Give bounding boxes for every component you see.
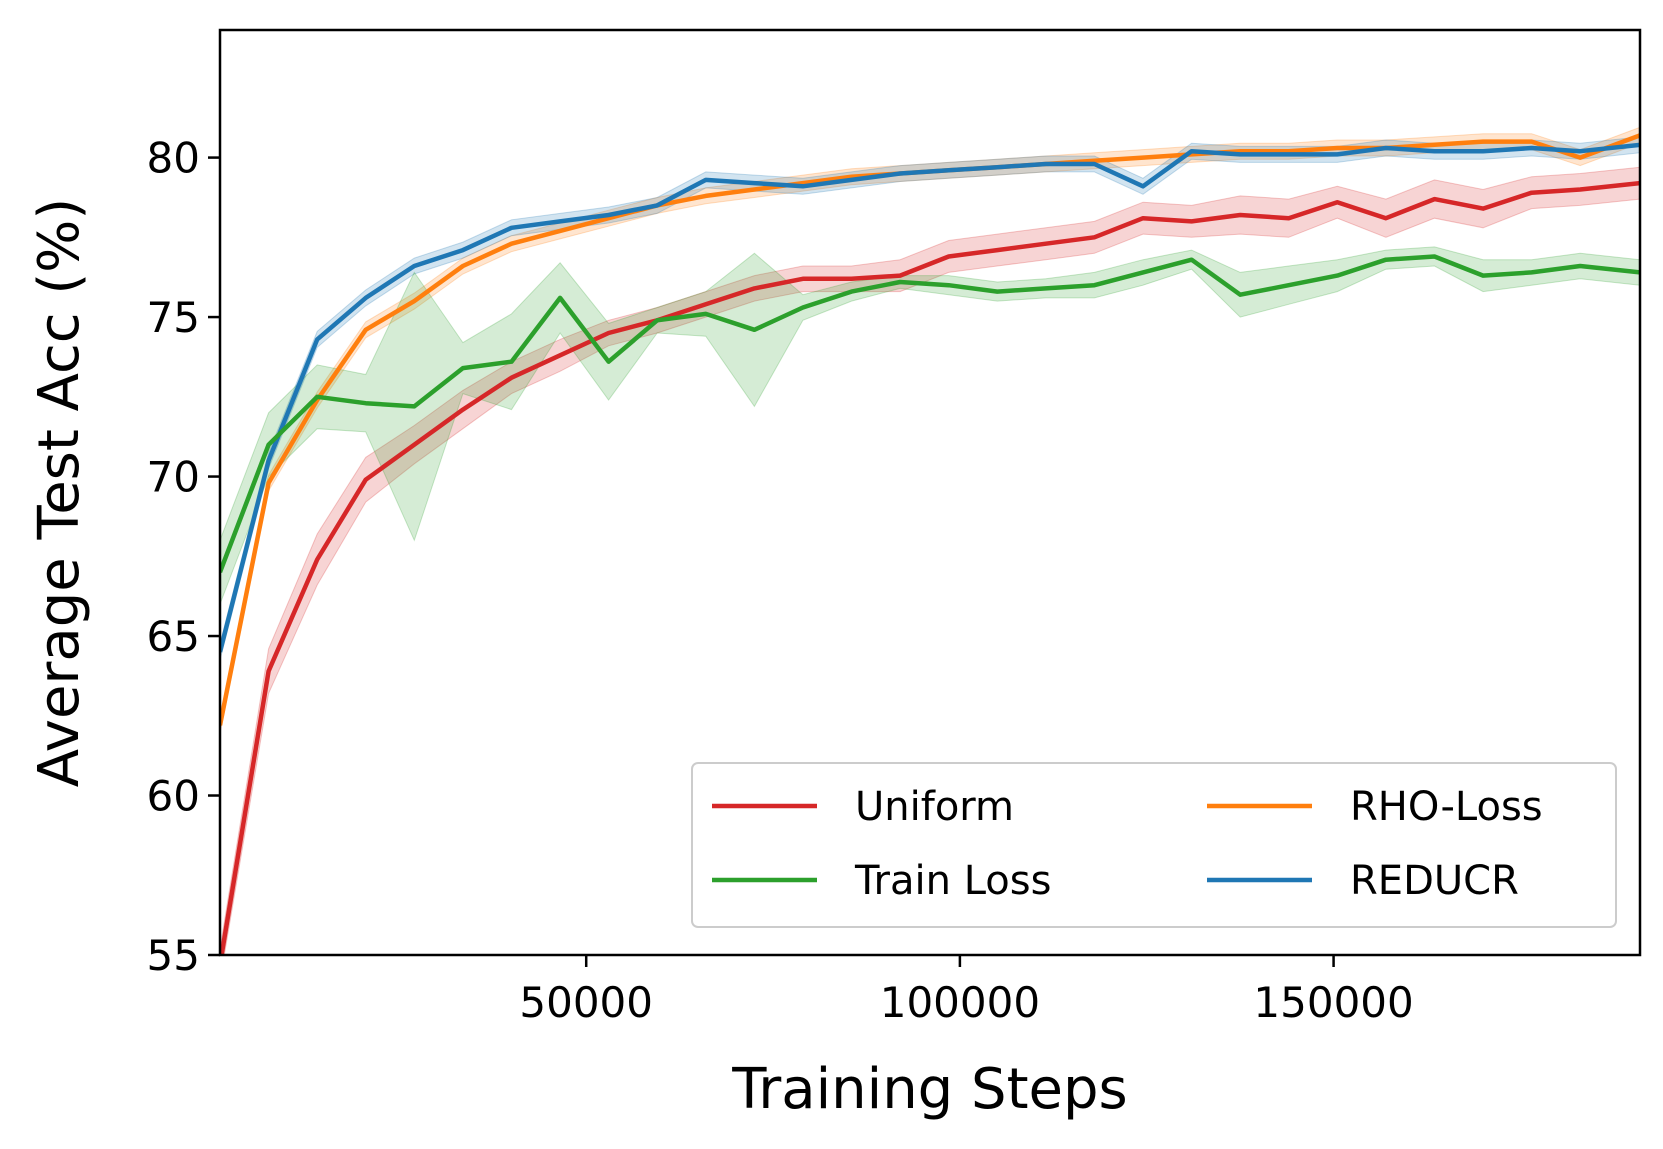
y-tick-label: 70 (147, 453, 200, 502)
y-tick-label: 65 (147, 612, 200, 661)
y-tick-label: 75 (147, 293, 200, 342)
series-line-train-loss (220, 254, 1640, 574)
x-tick-label: 150000 (1253, 978, 1413, 1027)
band-rho-loss (220, 126, 1640, 734)
legend-label-uniform: Uniform (855, 784, 1014, 830)
x-tick-label: 50000 (519, 978, 653, 1027)
series-line-reducr (220, 142, 1640, 653)
confidence-bands (220, 126, 1640, 955)
band-train-loss (220, 246, 1640, 605)
band-reducr (220, 136, 1640, 661)
y-axis-ticks: 55 60 65 70 75 80 (147, 134, 220, 980)
x-axis-ticks: 50000 100000 150000 (519, 955, 1414, 1027)
series-lines (220, 133, 1640, 955)
legend-label-reducr: REDUCR (1350, 858, 1519, 904)
y-tick-label: 55 (147, 931, 200, 980)
y-tick-label: 60 (147, 772, 200, 821)
plot-frame (218, 28, 1642, 957)
legend-label-rho-loss: RHO-Loss (1350, 784, 1543, 830)
band-uniform (220, 166, 1640, 955)
x-tick-label: 100000 (880, 978, 1040, 1027)
y-axis-label: Average Test Acc (%) (27, 198, 92, 787)
y-tick-label: 80 (147, 134, 200, 183)
x-axis-label: Training Steps (731, 1057, 1127, 1122)
series-line-uniform (220, 180, 1640, 955)
legend-label-train-loss: Train Loss (854, 858, 1051, 904)
legend-box (691, 762, 1617, 928)
legend: Uniform Train Loss RHO-Loss REDUCR (691, 762, 1617, 928)
